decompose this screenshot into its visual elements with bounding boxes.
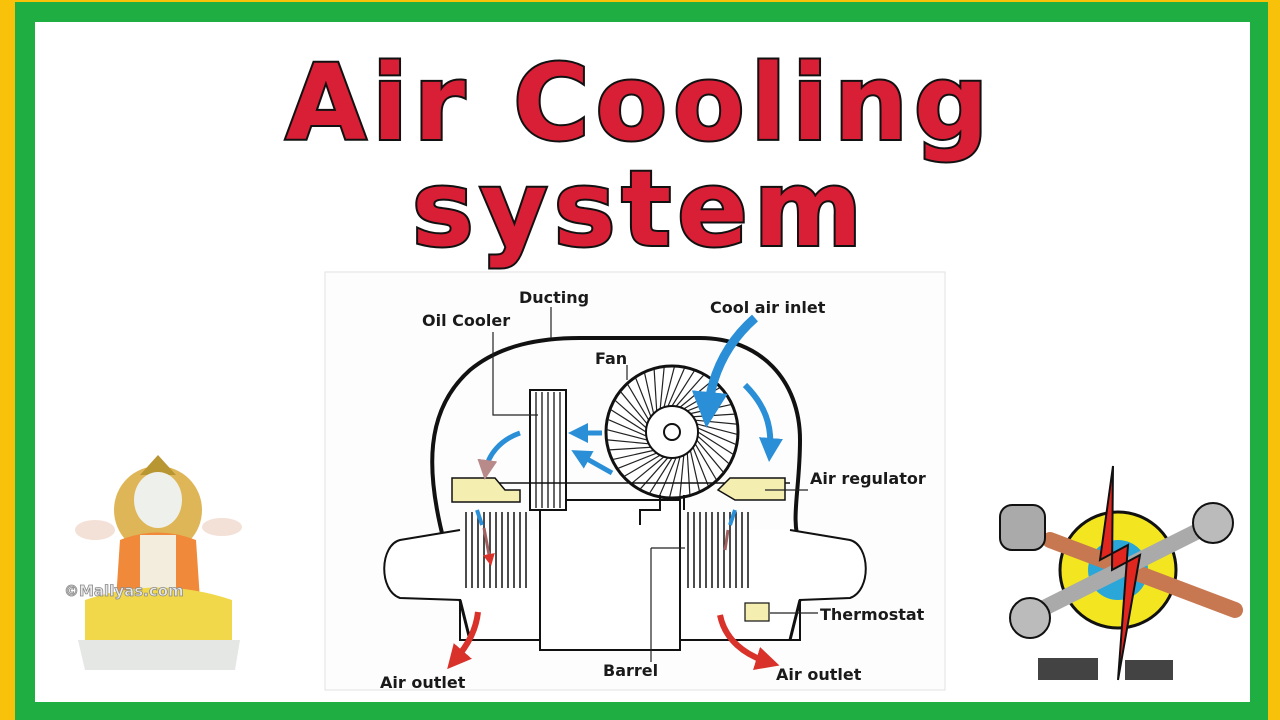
title-line-1: Air Cooling — [284, 40, 995, 166]
cool-air-arrow — [571, 450, 614, 476]
hot-air-arrow — [723, 529, 730, 551]
cool-air-inlet-arrow — [691, 314, 758, 428]
air-outlet-arrow-left — [447, 611, 481, 670]
label-oil-cooler: Oil Cooler — [422, 311, 510, 330]
fan-blade — [607, 439, 649, 445]
fan-blade — [607, 418, 647, 437]
air-regulator-right — [716, 477, 786, 501]
fan-blade — [610, 409, 647, 433]
fan-blade — [649, 457, 673, 494]
fan-blade — [620, 391, 648, 425]
fan-blade — [697, 427, 737, 446]
fan-blade — [696, 439, 724, 473]
cool-air-arrow — [477, 430, 521, 480]
fan-blade — [686, 452, 691, 495]
barrel — [539, 499, 681, 651]
leader-lines — [492, 307, 818, 662]
cooling-fins-right — [687, 512, 749, 588]
fan-blade — [643, 372, 655, 414]
fan-blade — [627, 384, 650, 421]
label-cool-air-inlet: Cool air inlet — [710, 298, 826, 317]
fan-blade — [631, 456, 665, 484]
fan-blade — [667, 367, 686, 407]
fan-blade — [692, 447, 709, 487]
fan-blade — [697, 435, 730, 465]
air-cooling-diagram: Ducting Oil Cooler Fan Cool air inlet Ai… — [324, 271, 946, 692]
fan-blade — [663, 366, 675, 408]
fan-blade — [659, 367, 665, 409]
label-air-regulator: Air regulator — [810, 469, 926, 488]
fan-blade — [694, 443, 717, 480]
thermostat — [744, 602, 770, 622]
fan-blade — [653, 369, 658, 412]
fan-blade — [697, 431, 734, 455]
deity-statue-image: ©Mallyas.com — [64, 455, 242, 670]
cool-air-arrow — [728, 509, 737, 526]
kaushalam-balam-logo — [999, 465, 1243, 681]
fan-blade — [612, 449, 654, 461]
fan-blade — [689, 450, 701, 492]
fan-blade — [669, 456, 681, 498]
fan-blade — [658, 457, 677, 497]
cool-air-arrow — [742, 382, 783, 462]
fan-blade — [635, 377, 652, 417]
label-air-outlet-right: Air outlet — [776, 665, 862, 684]
fan-blade — [617, 452, 657, 469]
cooling-fins-left — [465, 512, 527, 588]
label-fan: Fan — [595, 349, 627, 368]
fan-blade — [609, 446, 652, 451]
title-line-2: system — [410, 146, 869, 272]
fan-blade — [679, 455, 685, 497]
fan-blade — [671, 370, 695, 407]
fan-blade — [614, 399, 647, 429]
label-air-outlet-left: Air outlet — [380, 673, 466, 692]
cool-air-arrow — [475, 509, 484, 526]
hot-air-arrow — [482, 527, 495, 566]
fan-blade — [675, 374, 705, 407]
fan-blade — [606, 429, 648, 441]
label-ducting: Ducting — [519, 288, 589, 307]
label-thermostat: Thermostat — [820, 605, 925, 624]
fan-blade — [624, 454, 661, 477]
air-outlet-arrow-right — [717, 614, 780, 670]
ducting-housing — [430, 336, 803, 546]
label-barrel: Barrel — [603, 661, 658, 680]
watermark: ©Mallyas.com — [64, 582, 184, 600]
oil-cooler — [529, 389, 567, 511]
